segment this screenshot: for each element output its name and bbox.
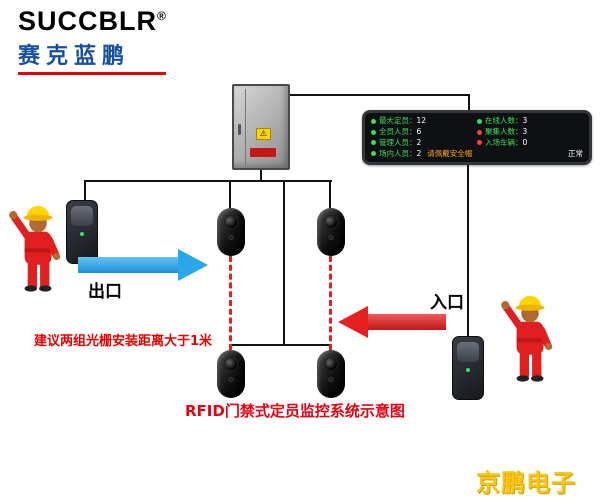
sensor-indicator [328, 377, 334, 382]
logo-wordmark: SUCCBLR [18, 6, 157, 36]
footer-brand: 京鹏电子 [476, 469, 576, 497]
control-box-label [250, 148, 276, 157]
wire-lower-bus-h [229, 344, 331, 346]
exit-arrow-head [178, 249, 208, 281]
panel-notice: 请佩戴安全帽 [427, 148, 473, 158]
panel-row: 管理人员 2 入场车辆 0 [371, 138, 583, 148]
infrared-beam-left [229, 256, 232, 350]
person-icon [371, 151, 376, 157]
sensor-indicator [228, 235, 234, 240]
panel-cell: 入场车辆 0 [477, 138, 583, 148]
panel-cell: 聚集人数 3 [477, 127, 583, 137]
led-display-panel: 最大定员 12 在线人数 3 全员人员 6 聚集人数 3 [362, 110, 592, 165]
person-icon [477, 129, 482, 135]
wire-main-bus-h [84, 180, 332, 182]
panel-label: 在线人数 [485, 116, 523, 126]
panel-value: 0 [522, 137, 528, 147]
panel-cell: 全员人员 6 [371, 127, 477, 137]
panel-label: 最大定员 [379, 116, 417, 126]
wire-mid-vertical [283, 180, 285, 346]
control-box-handle [238, 124, 241, 135]
wire-box-drop [260, 168, 262, 182]
exit-label: 出口 [88, 282, 122, 302]
control-box: ⚠ [232, 84, 290, 170]
person-icon [371, 129, 376, 135]
wire-box-to-panel-h [290, 94, 470, 96]
reader-window [71, 206, 93, 226]
worker-figure-left [6, 192, 68, 292]
card-reader-left [66, 200, 98, 264]
panel-value: 3 [522, 127, 528, 137]
panel-value: 3 [522, 116, 528, 126]
sensor-indicator [328, 235, 334, 240]
beam-sensor-top-left [217, 208, 245, 256]
infrared-beam-right [329, 256, 332, 350]
panel-value: 12 [416, 116, 427, 126]
panel-value: 6 [416, 127, 422, 137]
logo-text: SUCCBLR® [18, 6, 167, 37]
person-icon [371, 140, 376, 146]
person-icon [477, 118, 482, 124]
panel-cell: 在线人数 3 [477, 116, 583, 126]
installation-note: 建议两组光栅安装距离大于1米 [34, 334, 213, 349]
reader-led-icon [80, 232, 84, 236]
beam-sensor-bottom-left [217, 350, 245, 398]
panel-cell: 最大定员 12 [371, 116, 477, 126]
panel-status: 正常 [568, 148, 583, 158]
panel-value: 2 [416, 137, 422, 147]
panel-row: 全员人员 6 聚集人数 3 [371, 127, 583, 137]
reader-window [457, 342, 479, 362]
reader-led-icon [466, 368, 470, 372]
exit-arrow [78, 257, 178, 273]
sensor-lens-icon [324, 215, 338, 229]
panel-label: 场内人员 [379, 149, 417, 159]
panel-row: 最大定员 12 在线人数 3 [371, 116, 583, 126]
panel-label: 入场车辆 [485, 138, 523, 148]
wire-sensor-ur-drop [329, 180, 331, 210]
worker-figure-right [498, 282, 560, 382]
warning-icon: ⚠ [256, 128, 271, 140]
entrance-arrow-head [338, 306, 368, 338]
sensor-lens-icon [224, 357, 238, 371]
sensor-lens-icon [224, 215, 238, 229]
sensor-lens-icon [324, 357, 338, 371]
logo-underline [18, 72, 166, 75]
wire-left-reader-drop [84, 180, 86, 202]
registered-mark-icon: ® [157, 9, 167, 23]
wire-right-reader-drop [467, 163, 469, 338]
entrance-arrow [368, 314, 446, 330]
brand-logo: SUCCBLR® 赛克蓝鹏 [18, 6, 167, 75]
panel-label: 聚集人数 [485, 127, 523, 137]
panel-label: 管理人员 [379, 138, 417, 148]
panel-cell: 管理人员 2 [371, 138, 477, 148]
diagram-title: RFID门禁式定员监控系统示意图 [185, 402, 405, 420]
panel-value: 2 [416, 148, 422, 158]
wire-sensor-ul-drop [229, 180, 231, 210]
entrance-label: 入口 [430, 293, 464, 313]
panel-row-bottom: 场内人员 2 请佩戴安全帽 正常 [371, 149, 583, 159]
card-reader-right [452, 336, 484, 400]
brand-name-cn: 赛克蓝鹏 [18, 44, 131, 69]
beam-sensor-top-right [317, 208, 345, 256]
sensor-indicator [228, 377, 234, 382]
beam-sensor-bottom-right [317, 350, 345, 398]
wire-panel-drop [468, 94, 470, 112]
control-box-door-seam [245, 89, 246, 165]
person-icon [371, 118, 376, 124]
panel-label: 全员人员 [379, 127, 417, 137]
person-icon [477, 140, 482, 146]
